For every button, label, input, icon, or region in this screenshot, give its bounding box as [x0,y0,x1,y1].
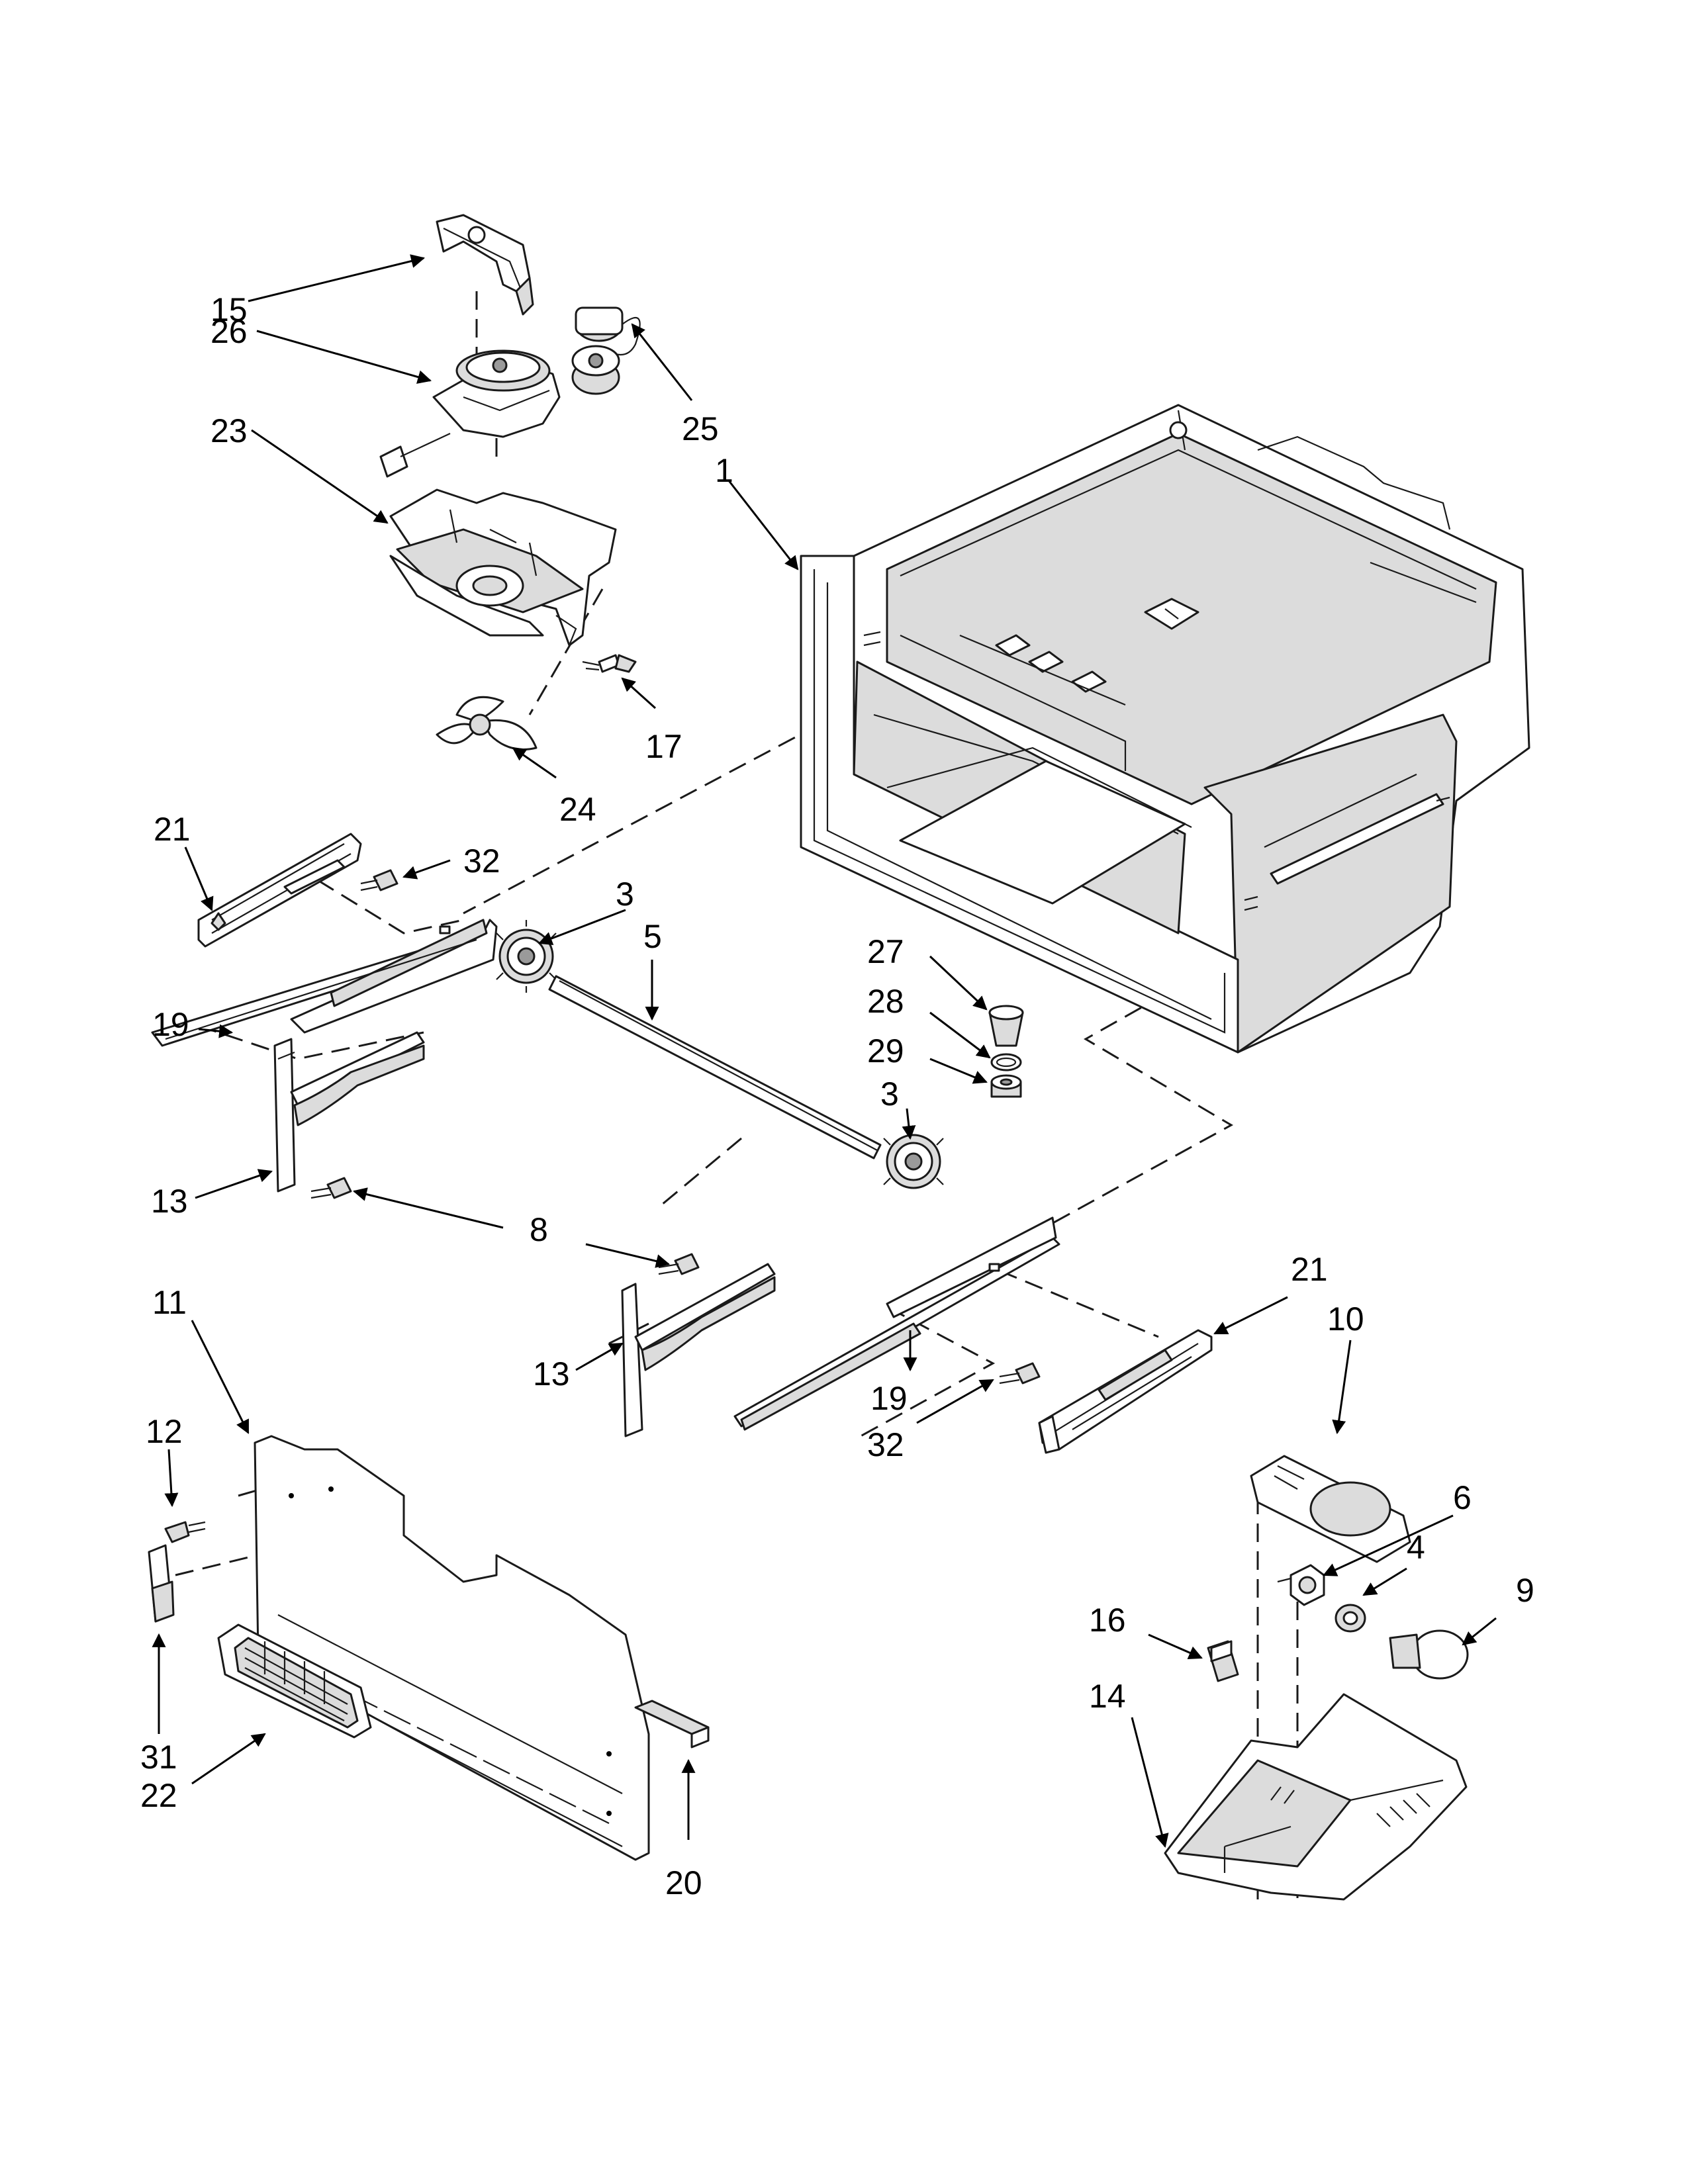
bearing-cap [988,1005,1024,1047]
callout-16: 16 [1089,1602,1126,1639]
callout-19-left: 19 [152,1006,189,1043]
fan-housing [389,488,617,647]
callout-22: 22 [140,1777,177,1814]
freezer-drawer-bin [800,404,1530,1054]
left-rail-bracket [197,833,362,948]
callout-24: 24 [559,791,596,828]
gear-top [496,920,557,993]
callout-1: 1 [715,452,733,489]
callout-23: 23 [211,412,248,449]
callout-9: 9 [1516,1572,1534,1609]
fan-blade [436,696,538,751]
callout-32-top: 32 [463,842,500,880]
callout-28: 28 [867,983,904,1020]
gear-bottom [883,1134,944,1189]
callout-6: 6 [1453,1479,1472,1516]
lamp-retainer-ring [1335,1604,1366,1633]
right-slide-rail [733,1216,1060,1431]
right-drawer-bracket [621,1263,776,1437]
callout-25: 25 [682,410,719,447]
callout-10: 10 [1327,1300,1364,1338]
callout-27: 27 [867,933,904,970]
callout-21-left: 21 [154,811,191,848]
callout-12: 12 [146,1413,183,1450]
callout-4: 4 [1407,1529,1425,1566]
callout-13-right: 13 [533,1355,570,1392]
screw-17 [582,654,637,673]
fan-motor-bracket [436,214,534,316]
evaporator-fan-motor [379,349,561,478]
kick-grille [217,1623,372,1739]
light-bulb [1389,1629,1469,1680]
callout-19-right: 19 [870,1380,908,1417]
screw-32-top [360,869,399,891]
callout-26: 26 [211,313,248,350]
callout-14: 14 [1089,1678,1126,1715]
o-ring [990,1053,1022,1071]
callout-15: 15 [211,291,248,328]
callout-5: 5 [643,918,662,955]
callout-3-top: 3 [616,876,634,913]
callout-21-right: 21 [1291,1251,1328,1288]
screw-32-bottom [999,1362,1041,1385]
callout-11: 11 [152,1284,187,1321]
damper-control-assembly [571,306,641,395]
callout-labels: 15 26 23 25 1 17 24 21 32 3 5 19 27 28 2… [140,291,1534,1901]
bushing [990,1074,1022,1098]
light-housing [1164,1693,1468,1901]
left-drawer-bracket [273,1031,425,1193]
light-switch [1207,1640,1239,1682]
callout-20: 20 [665,1864,702,1901]
callout-32-bottom: 32 [867,1426,904,1463]
lower-cover-panel [254,1435,650,1861]
light-socket [1277,1564,1325,1606]
callout-13-left: 13 [151,1183,188,1220]
screw-8-left [310,1177,352,1199]
trim-strip [634,1700,710,1749]
callout-29: 29 [867,1032,904,1069]
screw-12 [164,1521,206,1543]
leader-lines [152,254,1497,1848]
right-rail-bracket [1038,1329,1213,1454]
light-cover [1250,1455,1411,1563]
screw-8-right [658,1253,700,1275]
callout-17: 17 [645,728,682,765]
drawer-shaft [548,975,882,1160]
left-slide-rail [151,919,498,1047]
cover-clip [148,1544,175,1623]
callout-31: 31 [140,1739,177,1776]
callout-3-bottom: 3 [880,1075,899,1113]
callout-8: 8 [530,1211,548,1248]
